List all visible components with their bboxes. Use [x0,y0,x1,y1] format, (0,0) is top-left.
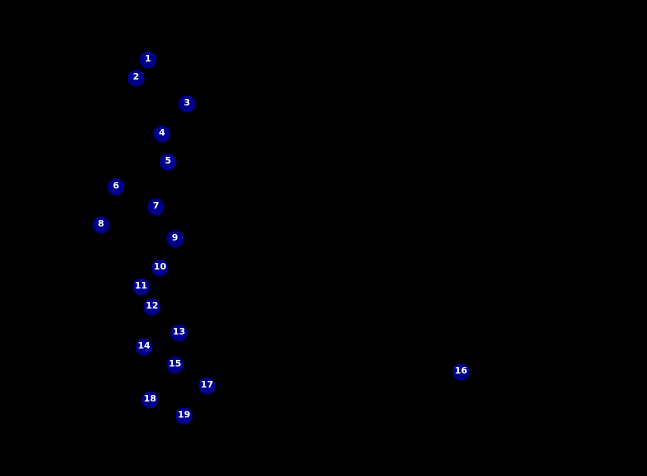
node-marker-11[interactable]: 11 [132,278,150,296]
node-marker-1[interactable]: 1 [139,51,157,69]
node-marker-12[interactable]: 12 [143,298,161,316]
node-marker-4[interactable]: 4 [153,125,171,143]
node-marker-8[interactable]: 8 [92,216,110,234]
node-marker-9[interactable]: 9 [166,230,184,248]
node-marker-3[interactable]: 3 [178,95,196,113]
node-marker-5[interactable]: 5 [159,153,177,171]
node-marker-2[interactable]: 2 [127,69,145,87]
node-marker-10[interactable]: 10 [151,259,169,277]
node-marker-13[interactable]: 13 [170,324,188,342]
node-marker-17[interactable]: 17 [198,377,216,395]
node-marker-6[interactable]: 6 [107,178,125,196]
node-marker-15[interactable]: 15 [166,356,184,374]
node-marker-14[interactable]: 14 [135,338,153,356]
node-marker-19[interactable]: 19 [175,407,193,425]
node-marker-7[interactable]: 7 [147,198,165,216]
node-marker-18[interactable]: 18 [141,391,159,409]
node-marker-16[interactable]: 16 [452,363,470,381]
